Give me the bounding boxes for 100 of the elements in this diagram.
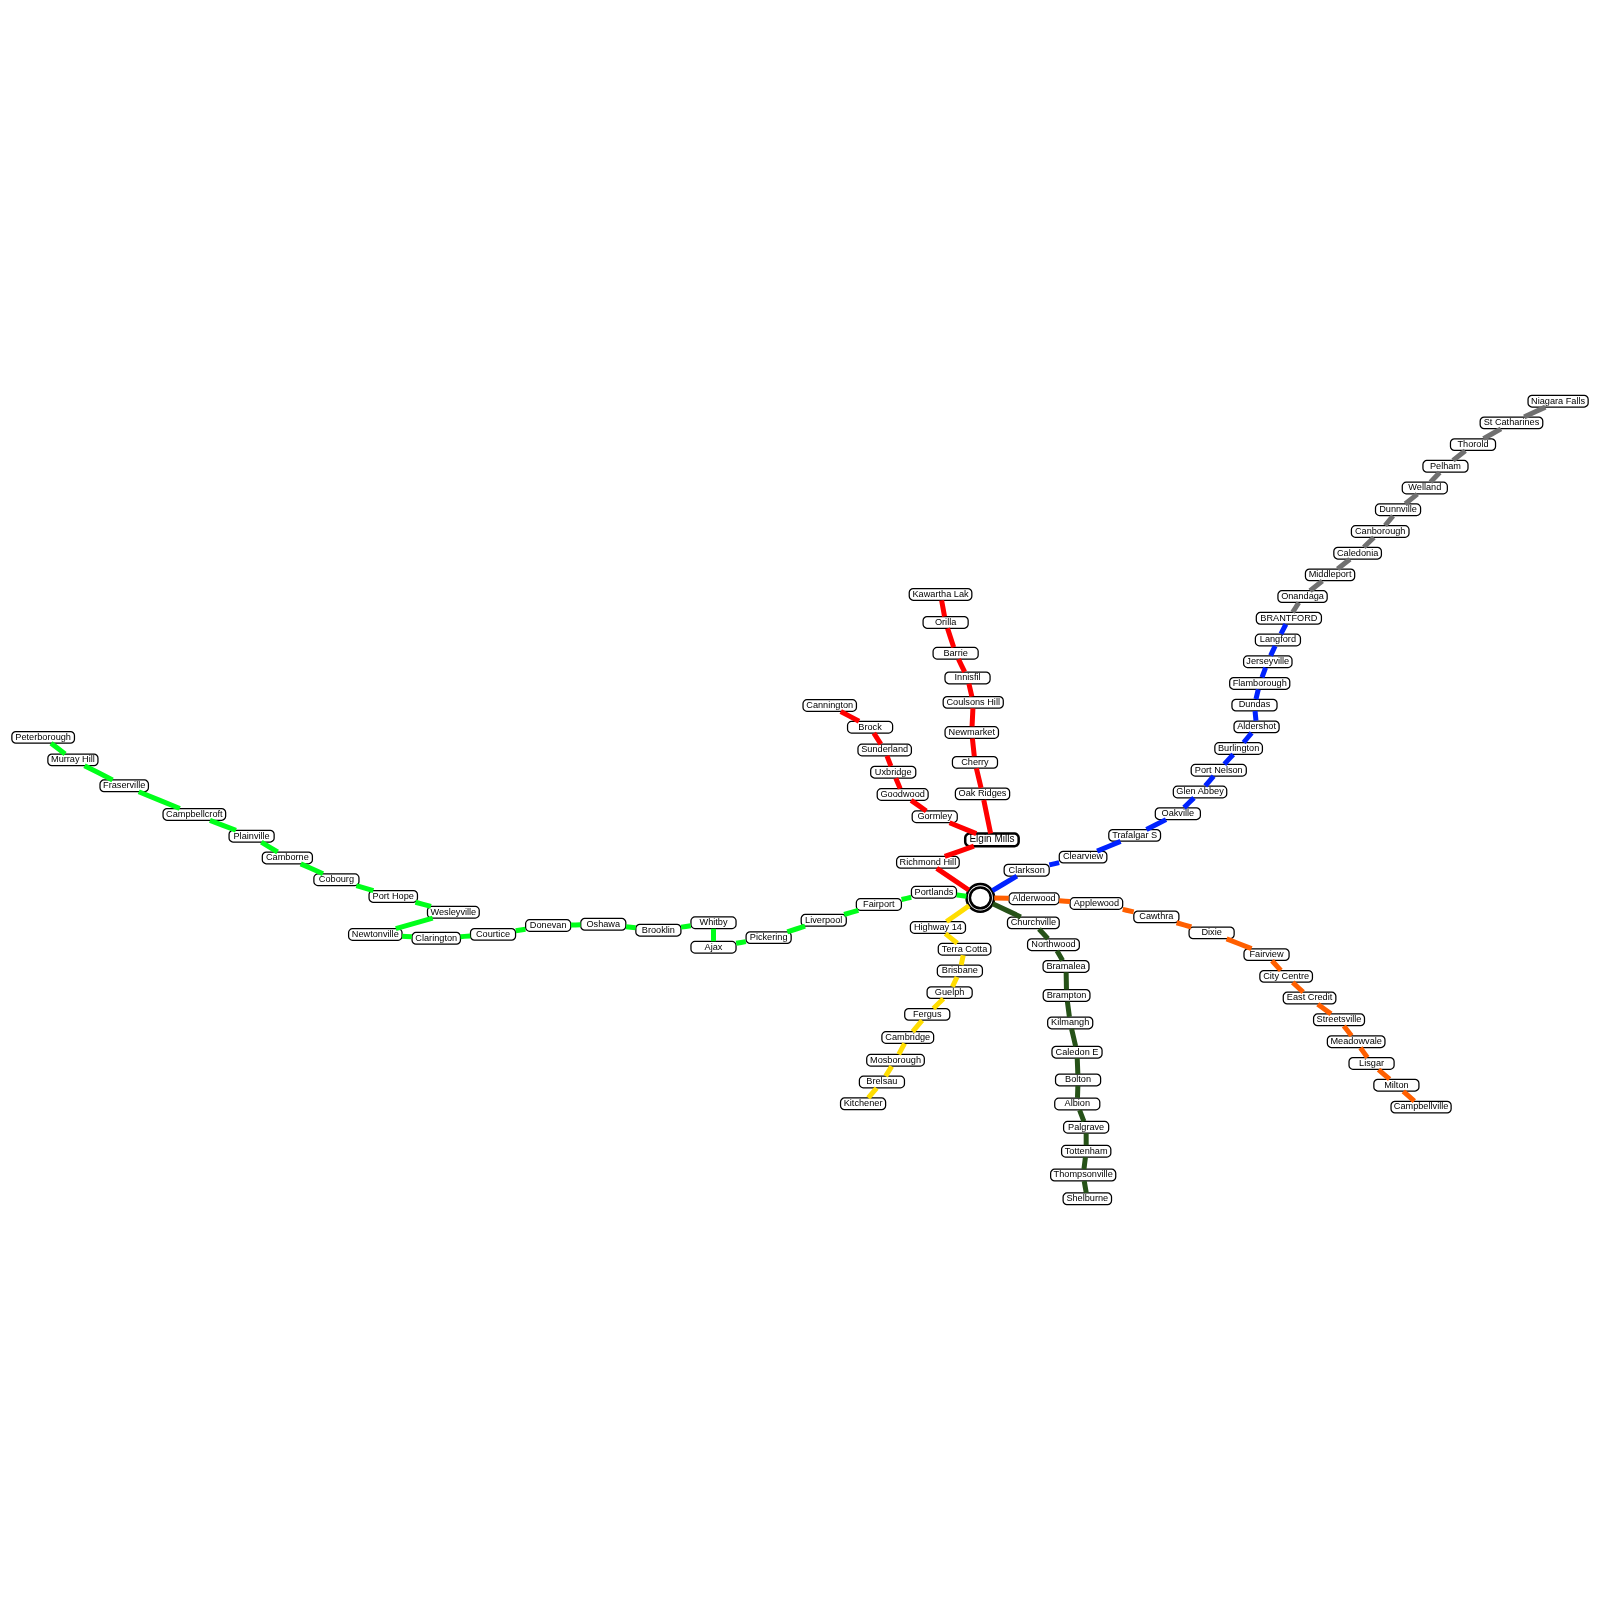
connector	[1074, 1085, 1081, 1098]
node-box: Whitby	[690, 916, 737, 930]
node-box: Peterborough	[11, 730, 76, 744]
node-box: Pelham	[1422, 459, 1469, 473]
node-box: Campbellville	[1390, 1100, 1452, 1114]
node-box: Newmarket	[944, 726, 1000, 739]
node-box: Courtice	[469, 927, 517, 941]
connector	[209, 818, 237, 833]
node-box: Thorold	[1449, 438, 1497, 452]
connector	[1048, 860, 1060, 868]
connector	[260, 840, 279, 855]
connector	[956, 658, 967, 674]
connector	[1259, 666, 1268, 679]
node-box: Lisgar	[1348, 1056, 1395, 1070]
node-box: East Credit	[1282, 991, 1337, 1005]
node-box: Uxbridge	[870, 765, 917, 779]
connector	[1096, 839, 1122, 854]
node-box: Clearview	[1058, 850, 1108, 864]
node-box: Caledonia	[1333, 546, 1383, 560]
connector	[969, 738, 977, 757]
node-box: Camborne	[261, 851, 314, 865]
node-box: Coulsons Hill	[942, 695, 1004, 709]
node-box: Gormley	[911, 810, 958, 824]
node-box: Pickering	[745, 931, 792, 945]
node-box: Glen Abbey	[1172, 785, 1228, 799]
connector	[1083, 1133, 1089, 1146]
node-box: Fairport	[855, 898, 903, 911]
node-box: Elgin Mills	[964, 832, 1020, 848]
node-box: Liverpool	[800, 913, 847, 927]
node-box: Brampton	[1042, 988, 1091, 1002]
node-box: Brock	[846, 720, 894, 734]
node-box: Brelsau	[858, 1075, 906, 1089]
node-box: Terra Cotta	[937, 942, 992, 956]
node-box: Murray Hill	[47, 753, 99, 767]
node-box: Cherry	[951, 755, 999, 769]
connector	[943, 843, 975, 859]
node-box: Albion	[1054, 1097, 1101, 1111]
node-box: Portlands	[910, 885, 958, 899]
connector	[414, 899, 432, 909]
connector	[786, 923, 806, 935]
connector	[1403, 492, 1419, 506]
node-box: Fairview	[1243, 948, 1290, 962]
connector	[570, 922, 581, 928]
connector	[402, 933, 412, 940]
connector	[839, 709, 861, 724]
connector	[1270, 959, 1283, 973]
connector	[1241, 731, 1254, 745]
node-box: Meadowvale	[1326, 1035, 1386, 1049]
node-box: Oshawa	[580, 917, 627, 931]
node-box: Innisfil	[944, 671, 991, 685]
connector	[1358, 1046, 1370, 1059]
node-box: Port Hope	[368, 889, 419, 903]
connector	[958, 954, 966, 966]
connector	[1316, 1002, 1333, 1016]
connector	[1222, 752, 1236, 766]
connector	[735, 939, 747, 946]
connector	[1203, 774, 1216, 788]
connector	[460, 933, 471, 940]
connector	[910, 1018, 925, 1034]
node-box: Oak Ridges	[954, 787, 1011, 801]
connector	[950, 975, 960, 988]
node-box: Canborough	[1350, 525, 1410, 538]
node-box: Fraserville	[99, 779, 150, 793]
node-box: St Catharines	[1479, 416, 1544, 430]
node-box: Mosborough	[866, 1053, 925, 1067]
connector	[1376, 1067, 1392, 1082]
connector	[994, 895, 1009, 901]
node-box: Aldershot	[1233, 720, 1280, 734]
node-box: Alderwood	[1008, 892, 1060, 906]
connector	[883, 1065, 894, 1078]
node-box: Tottenham	[1060, 1144, 1112, 1158]
node-box: Brooklin	[635, 923, 682, 937]
connector	[1074, 1057, 1081, 1075]
connector	[1308, 579, 1324, 593]
connector	[956, 892, 967, 899]
node-box: Onandaga	[1277, 590, 1328, 604]
connector	[395, 915, 434, 932]
connector	[1225, 936, 1253, 952]
connector	[1081, 1156, 1088, 1170]
node-box: Brisbane	[936, 964, 984, 978]
node-box: Barrie	[932, 646, 979, 660]
node-box: Port Nelson	[1190, 763, 1247, 777]
connector	[1145, 817, 1168, 832]
node-box: Trafalgar S	[1108, 828, 1162, 842]
node-box: Cobourg	[313, 873, 360, 887]
connector	[711, 928, 716, 942]
connector	[1362, 535, 1376, 550]
connector	[973, 767, 984, 789]
connector	[945, 903, 971, 924]
connector	[896, 1042, 907, 1056]
node-box: Middleport	[1304, 568, 1356, 582]
node-box: Dundas	[1231, 698, 1278, 712]
node-box: Newtonville	[347, 928, 403, 941]
connector	[1122, 906, 1135, 915]
node-box: Palgrave	[1062, 1120, 1110, 1134]
connector	[515, 926, 526, 934]
connector	[1383, 514, 1395, 528]
connector	[355, 883, 375, 893]
connector	[884, 755, 894, 768]
connector	[1175, 920, 1193, 930]
